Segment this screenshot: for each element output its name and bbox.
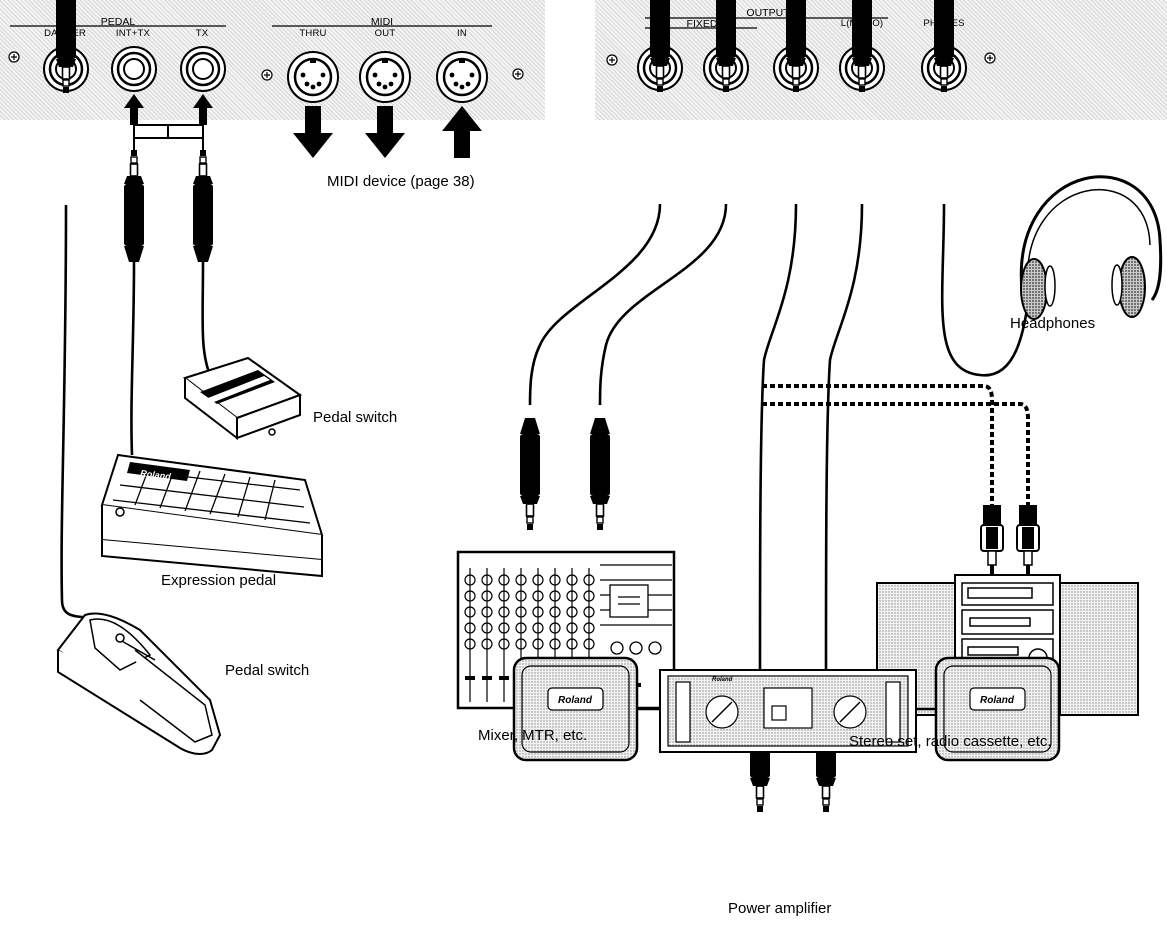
stereo-set-caption: Stereo set, radio cassette, etc. [849, 733, 1052, 750]
amp-brand: Roland [712, 677, 733, 683]
expression-pedal-brand: Roland [140, 468, 172, 482]
midi-in-label: IN [457, 28, 467, 39]
fixed-r-label: R [656, 29, 664, 40]
power-amplifier-illustration: Roland Roland Roland [512, 656, 1061, 762]
headphones-caption: Headphones [1010, 315, 1096, 332]
left-speaker-brand: Roland [558, 695, 593, 706]
int-tx-jack-label: INT+TX [115, 28, 151, 39]
group-brackets [10, 17, 888, 29]
output-r-label: R [792, 18, 800, 29]
mixer-caption: Mixer, MTR, etc. [478, 727, 588, 744]
expression-pedal-caption: Expression pedal [161, 572, 277, 589]
panel-plugs [56, 0, 954, 263]
fixed-group-label: FIXED [686, 18, 718, 30]
panel-jacks [42, 44, 968, 104]
rca-plugs [980, 505, 1040, 575]
right-speaker-brand: Roland [980, 695, 1015, 706]
tx-jack-label: TX [195, 28, 209, 39]
cables [60, 203, 1032, 673]
midi-group-label: MIDI [370, 16, 394, 28]
damper-pedal-illustration [56, 612, 222, 755]
pedal-switch-caption-2: Pedal switch [225, 662, 310, 679]
midi-arrows [293, 106, 482, 158]
power-amplifier-caption: Power amplifier [728, 900, 832, 917]
fixed-l-label: L [723, 29, 729, 40]
output-group-label: OUTPUT [746, 7, 790, 19]
expression-pedal-illustration: Roland [100, 453, 324, 578]
midi-out-label: OUT [374, 28, 396, 39]
pedal-branch-arrows [124, 94, 213, 150]
phones-jack-label: PHONES [923, 18, 965, 29]
midi-thru-label: THRU [299, 28, 327, 39]
pedal-switch-caption-1: Pedal switch [313, 409, 398, 426]
pedal-switch-box-illustration [182, 356, 303, 441]
damper-jack-label: DAMPER [44, 28, 86, 39]
midi-device-caption: MIDI device (page 38) [327, 173, 475, 190]
rca-dotted-cables [762, 384, 1030, 505]
mixer-plugs [520, 418, 610, 530]
pedal-group-label: PEDAL [100, 16, 136, 28]
output-l-mono-label: L(MONO) [840, 18, 884, 29]
headphones-illustration [1019, 175, 1163, 320]
